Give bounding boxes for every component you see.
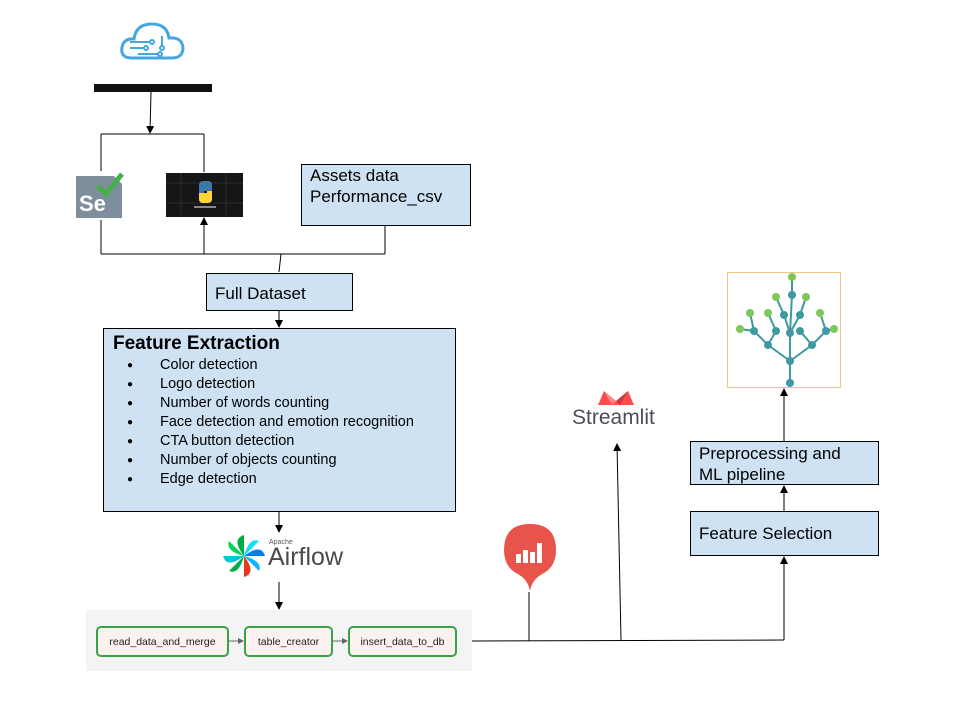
feature-item: Edge detection bbox=[113, 470, 455, 489]
feature-item: Color detection bbox=[113, 356, 455, 375]
selenium-logo: Se bbox=[74, 172, 126, 220]
decision-tree-image bbox=[727, 272, 841, 388]
task-table-creator: table_creator bbox=[244, 626, 333, 657]
preprocessing-label: Preprocessing and bbox=[699, 444, 841, 463]
assets-data-box: Assets data Performance_csv bbox=[301, 164, 471, 226]
performance-csv-label: Performance_csv bbox=[310, 187, 443, 206]
airflow-pinwheel-icon bbox=[223, 535, 265, 577]
airflow-logo-text: Airflow bbox=[268, 543, 344, 571]
cloud-network-icon bbox=[120, 22, 185, 60]
feature-item: CTA button detection bbox=[113, 432, 455, 451]
full-dataset-label: Full Dataset bbox=[215, 284, 306, 303]
full-dataset-box: Full Dataset bbox=[206, 273, 353, 311]
feature-item: Number of objects counting bbox=[113, 451, 455, 470]
selenium-icon bbox=[76, 172, 124, 218]
selenium-logo-text: Se bbox=[79, 191, 106, 216]
python-keyboard-image bbox=[166, 173, 243, 217]
decision-tree-icon bbox=[736, 273, 838, 387]
airflow-apache-text: Apache bbox=[269, 539, 293, 546]
preprocessing-ml-pipeline-box: Preprocessing and ML pipeline bbox=[690, 441, 879, 485]
feature-selection-label: Feature Selection bbox=[699, 524, 833, 543]
airflow-dag-panel: read_data_and_merge table_creator insert… bbox=[86, 610, 472, 671]
streamlit-logo-text: Streamlit bbox=[572, 406, 655, 429]
feature-extraction-box: Feature Extraction Color detection Logo … bbox=[103, 328, 456, 512]
task-insert-data-to-db: insert_data_to_db bbox=[348, 626, 457, 657]
feature-item: Number of words counting bbox=[113, 394, 455, 413]
assets-data-label: Assets data bbox=[310, 166, 399, 185]
ml-pipeline-label: ML pipeline bbox=[699, 465, 786, 484]
python-icon bbox=[166, 173, 243, 217]
task-read-data-and-merge: read_data_and_merge bbox=[96, 626, 229, 657]
feature-list: Color detection Logo detection Number of… bbox=[113, 356, 455, 489]
feature-selection-box: Feature Selection bbox=[690, 511, 879, 556]
metabase-pin-icon bbox=[504, 524, 556, 591]
dag-edges bbox=[229, 638, 348, 644]
feature-item: Face detection and emotion recognition bbox=[113, 413, 455, 432]
device-strip bbox=[94, 84, 212, 92]
feature-item: Logo detection bbox=[113, 375, 455, 394]
streamlit-crown-icon bbox=[598, 391, 634, 405]
feature-extraction-title: Feature Extraction bbox=[113, 333, 280, 354]
